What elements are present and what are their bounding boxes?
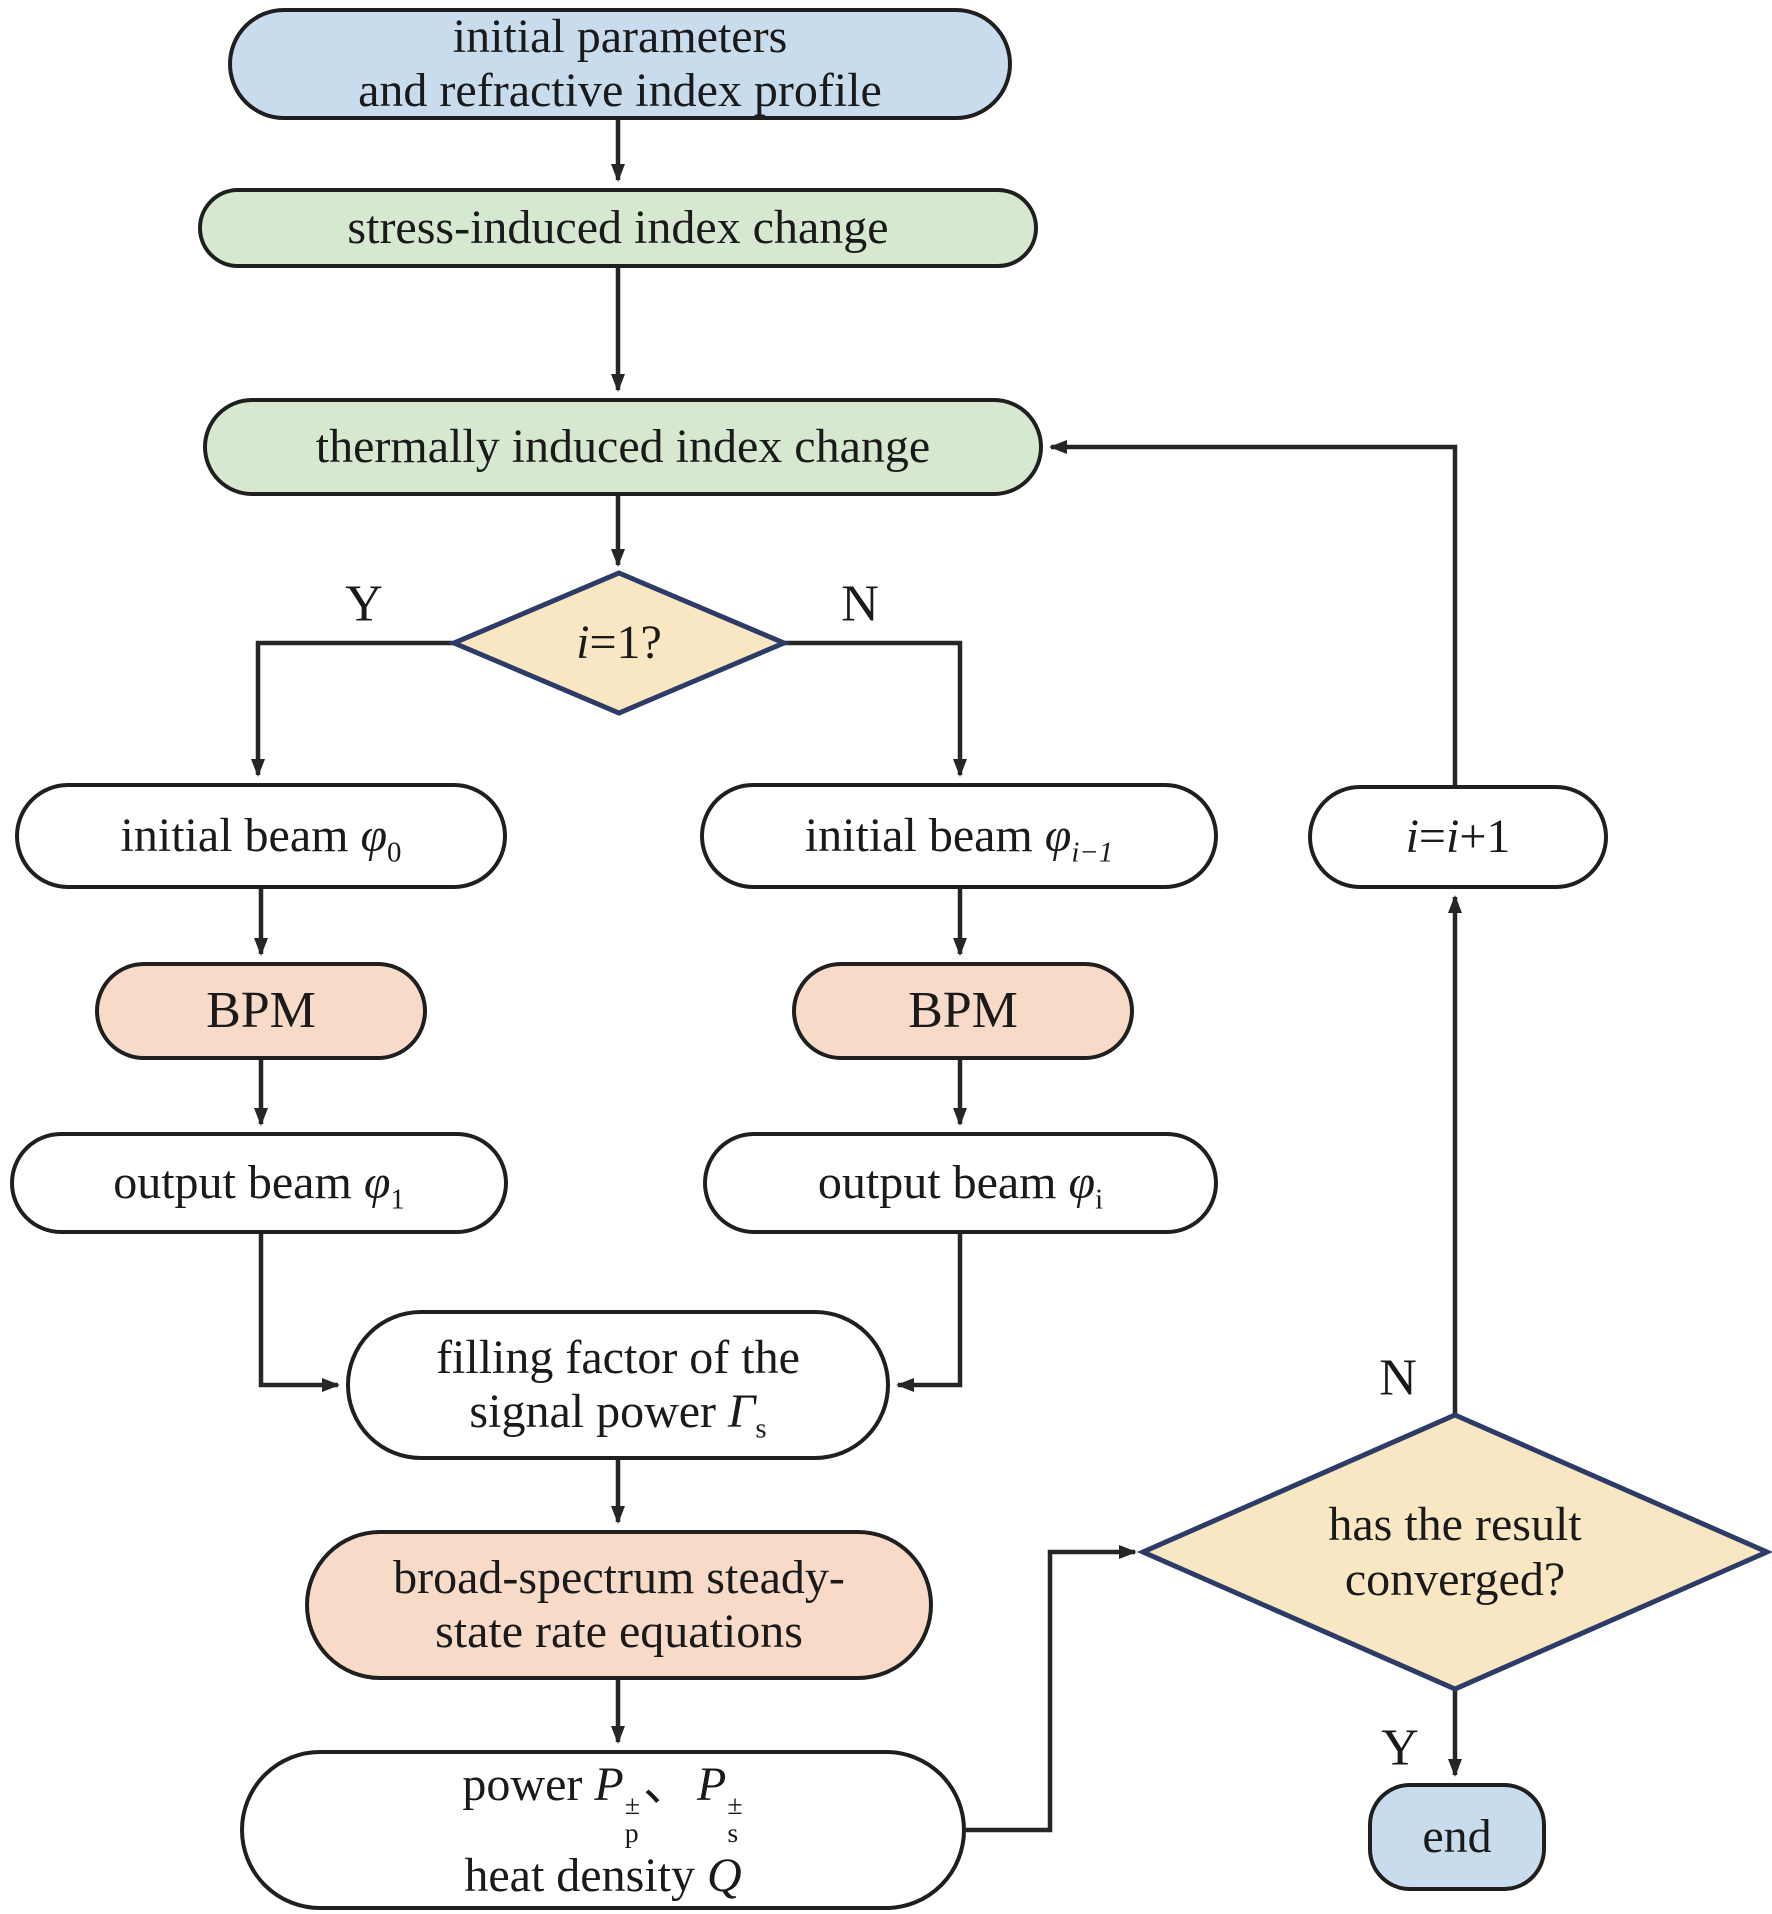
arrow-decision-yes-to-beam0 [251, 640, 454, 777]
node-output-beam-phi1: output beam φ1 [10, 1132, 508, 1234]
edge-label-no-2: N [1379, 1349, 1417, 1407]
increment-text: i=i+1 [1405, 810, 1511, 864]
out1-text: output beam φ1 [113, 1156, 405, 1216]
node-initial-beam-phi0: initial beam φ0 [15, 783, 507, 889]
node-stress-induced-index-change: stress-induced index change [198, 188, 1038, 268]
outi-text: output beam φi [817, 1156, 1104, 1216]
decision-i-equals-1-diamond [447, 570, 791, 716]
start-line2: and refractive index profile [358, 64, 882, 117]
start-line1: initial parameters [452, 10, 788, 64]
node-output-beam-phi-i: output beam φi [703, 1132, 1218, 1234]
beam0-text: initial beam φ0 [120, 809, 402, 869]
arrow-power-to-converged [966, 1545, 1137, 1833]
bpm-left-label: BPM [206, 981, 316, 1039]
converged-line2: converged? [1344, 1553, 1566, 1606]
node-power-heat-density: power P±p、P±s heat density Q [240, 1750, 966, 1910]
arrow-outi-to-filling [896, 1234, 963, 1392]
decision-converged-diamond [1136, 1412, 1772, 1692]
node-bpm-right: BPM [792, 962, 1134, 1060]
node-start: initial parameters and refractive index … [228, 8, 1012, 120]
edge-label-yes-2: Y [1381, 1719, 1419, 1777]
arrow-out1-to-filling [258, 1234, 340, 1392]
rate-line1: broad-spectrum steady- [393, 1551, 845, 1605]
node-bpm-left: BPM [95, 962, 427, 1060]
filling-line1: filling factor of the [436, 1331, 800, 1385]
beamprev-text: initial beam φi−1 [804, 809, 1114, 869]
arrow-decision-no-to-beamprev [784, 640, 967, 777]
node-filling-factor: filling factor of the signal power Γs [346, 1310, 890, 1460]
node-rate-equations: broad-spectrum steady- state rate equati… [305, 1530, 933, 1680]
converged-line1: has the result [1328, 1497, 1582, 1551]
node-i-increment: i=i+1 [1308, 785, 1608, 889]
filling-line2: signal power Γs [469, 1385, 767, 1445]
decision-i1-text: i=1? [576, 616, 662, 670]
arrow-increment-to-thermal-loop [1049, 440, 1458, 785]
decision-i-equals-1-label: i=1? [454, 573, 784, 713]
node-initial-beam-phi-i-1: initial beam φi−1 [700, 783, 1218, 889]
decision-converged-label: has the result converged? [1143, 1415, 1767, 1689]
end-label: end [1422, 1810, 1492, 1864]
rate-line2: state rate equations [435, 1605, 803, 1658]
thermal-label: thermally induced index change [315, 420, 931, 474]
bpm-right-label: BPM [908, 981, 1018, 1039]
power-line2: heat density Q [464, 1848, 742, 1902]
stress-label: stress-induced index change [347, 201, 889, 255]
edge-label-yes-1: Y [345, 575, 383, 633]
edge-label-no-1: N [841, 575, 879, 633]
node-thermally-induced-index-change: thermally induced index change [203, 398, 1043, 496]
node-end: end [1368, 1783, 1546, 1891]
power-line1: power P±p、P±s [462, 1757, 743, 1850]
